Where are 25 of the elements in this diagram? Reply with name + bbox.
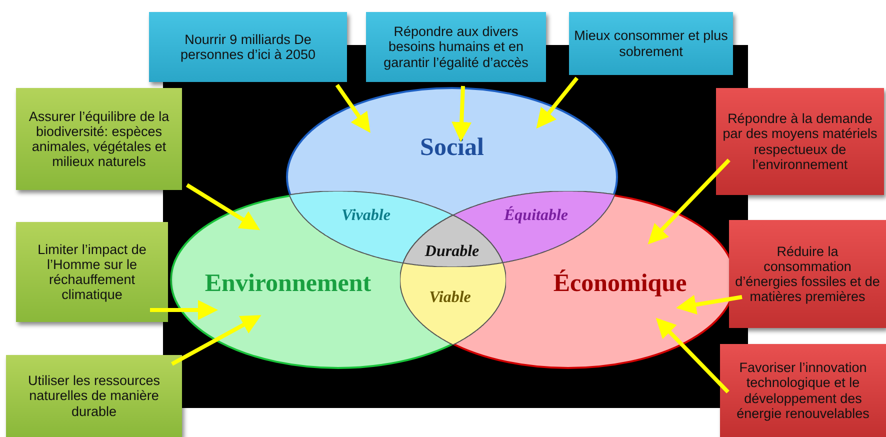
callout-box: Utiliser les ressources naturelles de manière durable (6, 355, 182, 437)
callout-box: Réduire la consommation d’énergies fossiles et de matières premières (729, 220, 886, 328)
callout-box: Répondre aux divers besoins humains et en garantir l’égalité d’accès (366, 12, 546, 82)
callout-box: Assurer l’équilibre de la biodiversité: espèces animales, végétales et milieux naturels (16, 88, 182, 190)
arrow (656, 318, 730, 394)
circle-label: Économique (553, 270, 687, 298)
arrow (648, 158, 730, 244)
region-label: Équitable (504, 207, 568, 225)
region-label: Vivable (342, 207, 390, 225)
region-label: Viable (429, 289, 471, 307)
region-label: Durable (424, 243, 480, 261)
callout-box: Répondre à la demande par des moyens matériels respectueux de l’environnement (716, 88, 884, 195)
arrow (676, 294, 742, 315)
callout-box: Favoriser l’innovation technologique et le développement des énergie renouvelables (720, 344, 886, 437)
arrow (171, 315, 262, 366)
arrow (335, 84, 370, 133)
callout-box: Limiter l’impact de l’Homme sur le réchauffement climatique (16, 222, 168, 322)
arrow (150, 300, 218, 320)
arrow (536, 76, 579, 129)
callout-box: Mieux consommer et plus sobrement (569, 12, 733, 75)
circle-label: Environnement (204, 270, 372, 298)
arrow (186, 183, 260, 230)
circle-label: Social (420, 134, 484, 162)
arrow (452, 86, 472, 142)
callout-box: Nourrir 9 milliards De personnes d’ici à 2050 (149, 12, 347, 82)
